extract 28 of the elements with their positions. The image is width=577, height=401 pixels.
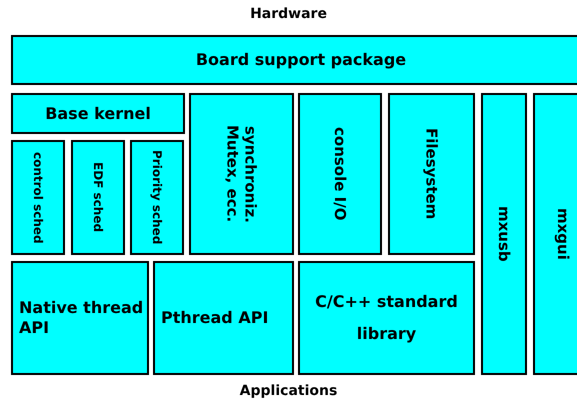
layer-box: [153, 261, 294, 375]
layer-label: synchroniz. Mutex, ecc.: [224, 124, 260, 225]
layer-box: [130, 140, 184, 255]
layer-label: Native thread API: [19, 298, 144, 338]
layer-box: [533, 93, 577, 375]
layer-label: Base kernel: [45, 104, 151, 124]
layer-label: Board support package: [196, 50, 406, 70]
layer-box: [298, 93, 382, 255]
layer-label: Pthread API: [161, 308, 268, 328]
layer-box: [298, 261, 475, 375]
layer-box: [388, 93, 475, 255]
layer-box: [11, 93, 185, 134]
layer-caption: Applications: [240, 383, 338, 399]
layer-box: [71, 140, 125, 255]
layer-label: mxusb: [495, 206, 513, 262]
layer-caption: Hardware: [250, 6, 327, 22]
layer-box: [481, 93, 527, 375]
layer-box: [11, 140, 65, 255]
layer-box: [11, 261, 149, 375]
layer-label: C/C++ standard library: [314, 291, 459, 345]
layer-label: control sched: [30, 152, 46, 244]
layer-label: mxgui: [554, 208, 572, 260]
layer-box: [189, 93, 294, 255]
layer-label: EDF sched: [90, 162, 106, 233]
layer-label: Filesystem: [422, 128, 440, 220]
layer-label: console I/O: [331, 127, 349, 221]
layer-box: [11, 35, 577, 85]
layer-label: Priority sched: [150, 150, 164, 245]
